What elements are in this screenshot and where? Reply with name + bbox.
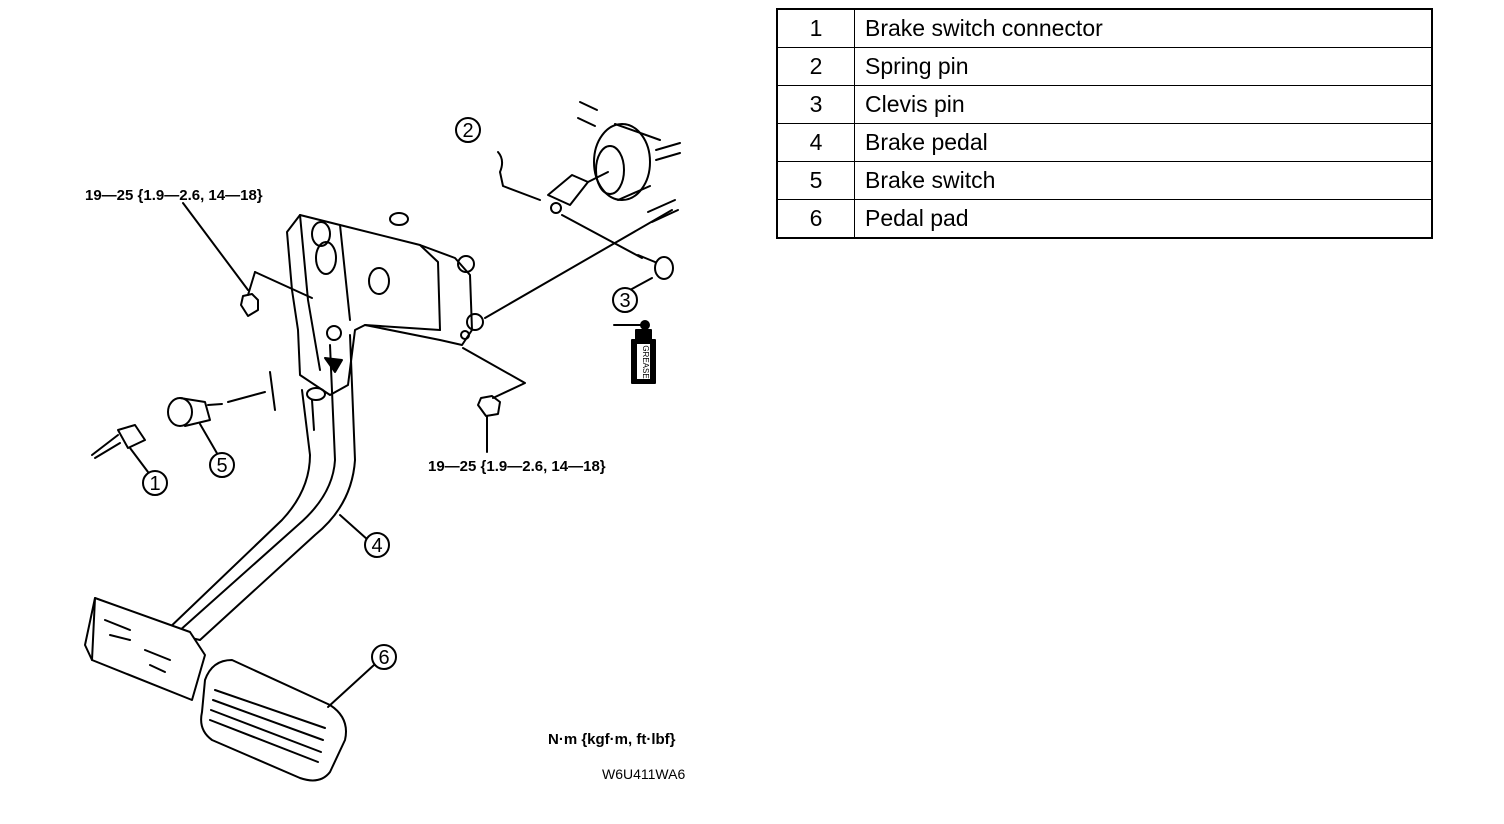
legend-number: 4: [776, 123, 855, 162]
svg-text:2: 2: [462, 120, 473, 142]
torque-top-leader: [182, 202, 249, 291]
clevis-pin-guide-line: [484, 209, 673, 319]
spring-pin: [497, 151, 541, 201]
callout-3: 3: [612, 277, 653, 313]
callout-4: 4: [339, 514, 390, 558]
pushrod-clevis: [547, 171, 609, 214]
legend-number: 5: [776, 161, 855, 200]
callout-6: 6: [327, 644, 397, 708]
brake-pedal-diagram: GREASE 1 2 3 4 5 6 19—25 {1.9—2.6, 14—18…: [84, 101, 685, 782]
svg-text:6: 6: [378, 647, 389, 669]
legend-part-name: Brake switch connector: [854, 8, 1433, 48]
brake-booster: [577, 101, 681, 223]
callout-5: 5: [199, 423, 235, 478]
legend-part-name: Pedal pad: [854, 199, 1433, 239]
pedal-pad: [200, 659, 347, 782]
svg-text:3: 3: [619, 290, 630, 312]
legend-number: 6: [776, 199, 855, 239]
callout-1: 1: [129, 447, 168, 496]
svg-text:5: 5: [216, 455, 227, 477]
grease-label: GREASE: [641, 345, 650, 378]
clevis-pin: [561, 214, 674, 280]
legend-number: 3: [776, 85, 855, 124]
legend-part-name: Brake switch: [854, 161, 1433, 200]
legend-number: 1: [776, 8, 855, 48]
brake-switch: [167, 391, 266, 427]
legend-number: 2: [776, 47, 855, 86]
callout-2: 2: [455, 117, 481, 143]
nut-bottom: [462, 347, 526, 417]
brake-pedal-arm: [164, 334, 356, 641]
torque-spec-top: 19—25 {1.9—2.6, 14—18}: [85, 187, 263, 204]
grease-can-icon: GREASE: [613, 320, 656, 384]
pedal-bracket: [286, 212, 484, 396]
legend-part-name: Spring pin: [854, 47, 1433, 86]
brake-switch-connector: [91, 424, 146, 459]
svg-text:1: 1: [149, 473, 160, 495]
figure-code: W6U411WA6: [602, 766, 685, 782]
pedal-pad-on-arm: [84, 597, 206, 701]
legend-part-name: Clevis pin: [854, 85, 1433, 124]
torque-spec-bottom: 19—25 {1.9—2.6, 14—18}: [428, 458, 606, 475]
units-label: N·m {kgf·m, ft·lbf}: [548, 731, 676, 748]
legend-part-name: Brake pedal: [854, 123, 1433, 162]
svg-text:4: 4: [371, 535, 382, 557]
nut-top: [240, 271, 313, 317]
